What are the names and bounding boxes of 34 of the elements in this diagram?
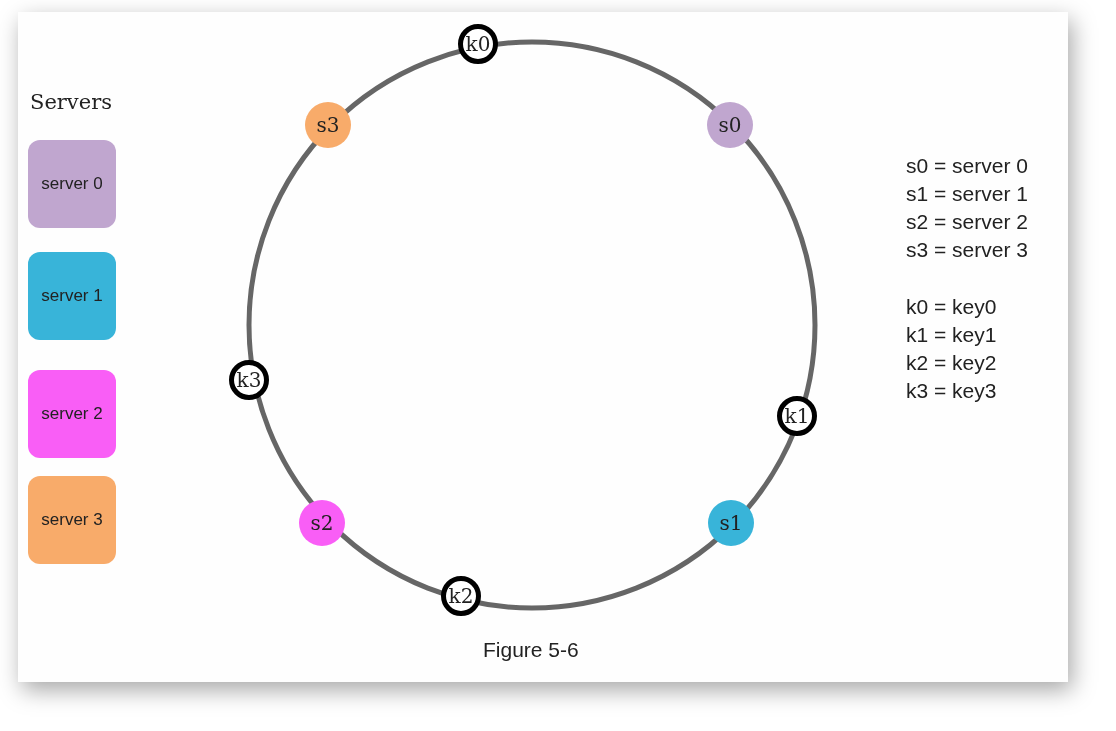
figure-caption: Figure 5-6 bbox=[483, 638, 579, 662]
server-marker bbox=[708, 500, 754, 546]
node-text: s0 bbox=[718, 113, 742, 137]
server-marker bbox=[707, 102, 753, 148]
section-heading: Servers bbox=[30, 90, 112, 114]
server-marker bbox=[305, 102, 351, 148]
legend-text: k2 = key2 bbox=[906, 351, 997, 375]
node-text: k2 bbox=[448, 584, 474, 608]
node-text: s3 bbox=[316, 113, 340, 137]
node-text: s1 bbox=[719, 511, 743, 535]
node-text: server 0 bbox=[41, 174, 103, 194]
node-text: k3 bbox=[236, 368, 262, 392]
node-text: server 1 bbox=[41, 286, 103, 306]
legend-text: s0 = server 0 bbox=[906, 154, 1028, 178]
server-box bbox=[28, 140, 116, 228]
legend-text: k0 = key0 bbox=[906, 295, 997, 319]
server-box bbox=[28, 252, 116, 340]
server-box bbox=[28, 370, 116, 458]
key-marker bbox=[229, 360, 269, 400]
legend-text: s3 = server 3 bbox=[906, 238, 1028, 262]
legend-text: k1 = key1 bbox=[906, 323, 997, 347]
server-box bbox=[28, 476, 116, 564]
legend-text: s2 = server 2 bbox=[906, 210, 1028, 234]
server-marker bbox=[299, 500, 345, 546]
node-text: k1 bbox=[784, 404, 810, 428]
key-marker bbox=[777, 396, 817, 436]
node-text: server 2 bbox=[41, 404, 103, 424]
node-text: s2 bbox=[310, 511, 334, 535]
legend-text: k3 = key3 bbox=[906, 379, 997, 403]
key-marker bbox=[458, 24, 498, 64]
node-text: k0 bbox=[465, 32, 491, 56]
legend-text: s1 = server 1 bbox=[906, 182, 1028, 206]
node-text: server 3 bbox=[41, 510, 103, 530]
key-marker bbox=[441, 576, 481, 616]
